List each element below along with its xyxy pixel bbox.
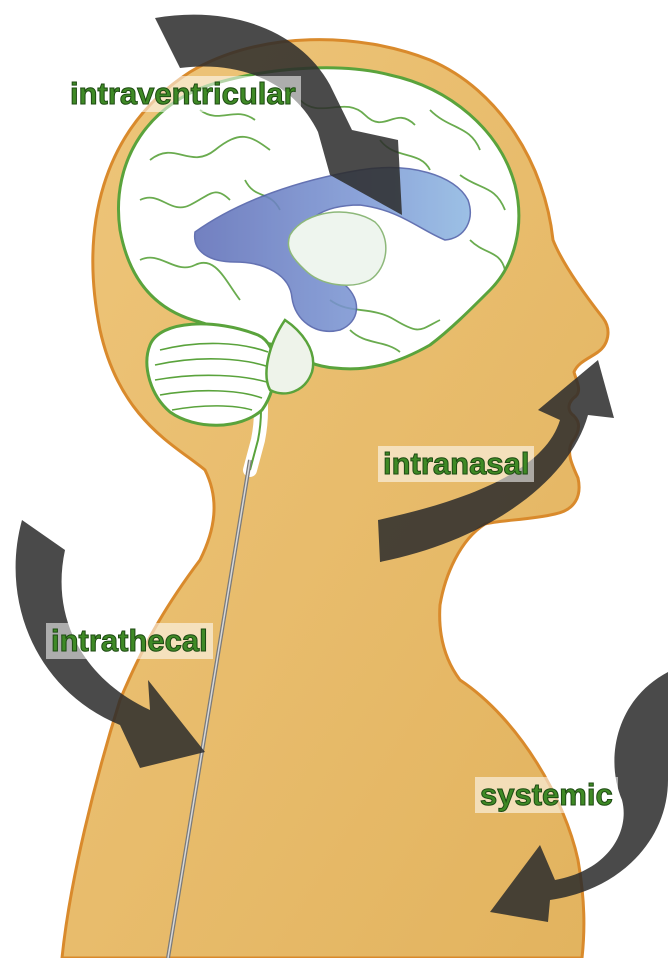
intraventricular-label: intraventricular bbox=[65, 76, 301, 112]
intranasal-label: intranasal bbox=[378, 446, 534, 482]
intrathecal-label: intrathecal bbox=[46, 623, 213, 659]
systemic-label: systemic bbox=[475, 777, 618, 813]
